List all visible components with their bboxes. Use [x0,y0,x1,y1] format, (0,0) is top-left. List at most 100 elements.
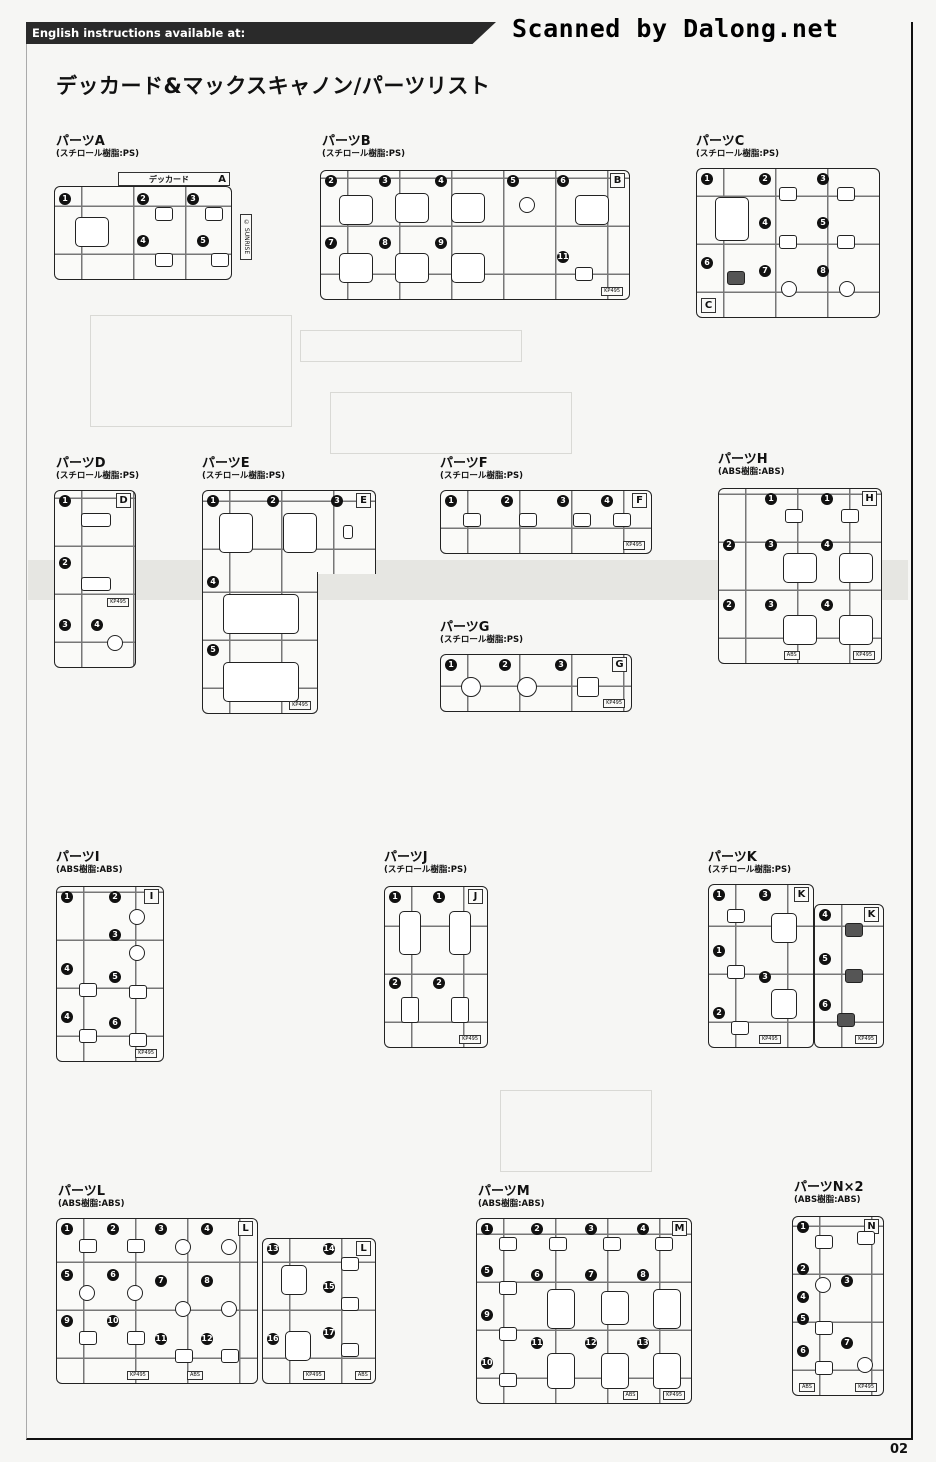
part-piece [547,1353,575,1389]
part-piece [519,197,535,213]
group-title: パーツN×2 [794,1180,864,1195]
sprue-d: D 1 2 3 4 KP495 [54,490,136,668]
part-number: 4 [435,175,447,187]
part-number: 1 [713,889,725,901]
part-number: 2 [499,659,511,671]
sprue-letter: F [632,493,647,508]
part-number: 7 [325,237,337,249]
part-piece [815,1277,831,1293]
part-number: 9 [435,237,447,249]
part-piece [343,525,353,539]
part-number: 8 [817,265,829,277]
sprue-name-tag: デッカード A [118,172,230,186]
part-number: 4 [61,963,73,975]
part-piece [399,911,421,955]
part-piece [127,1331,145,1345]
part-number: 6 [797,1345,809,1357]
part-number: 4 [821,539,833,551]
part-number: 12 [585,1337,597,1349]
part-number: 5 [197,235,209,247]
part-piece [79,1285,95,1301]
scan-watermark: Scanned by Dalong.net [512,14,839,43]
part-piece [575,195,609,225]
part-number: 5 [109,971,121,983]
part-piece [653,1353,681,1389]
part-number: 14 [323,1243,335,1255]
part-piece [79,1029,97,1043]
part-piece [783,553,817,583]
part-piece [603,1237,621,1251]
parts-group-h: パーツH (ABS樹脂:ABS) [718,452,785,478]
part-number: 4 [637,1223,649,1235]
sprue-tag-label: デッカード [149,175,189,184]
group-title: パーツH [718,452,768,467]
bleed-through-box [330,392,572,454]
part-number: 1 [61,1223,73,1235]
part-number: 1 [389,891,401,903]
part-number: 7 [155,1275,167,1287]
group-material: (スチロール樹脂:PS) [56,149,140,159]
part-number: 6 [557,175,569,187]
part-piece [107,635,123,651]
sprue-letter: K [794,887,809,902]
part-number: 3 [331,495,343,507]
part-number: 4 [137,235,149,247]
part-number: 2 [137,193,149,205]
group-material: (スチロール樹脂:PS) [384,865,468,875]
part-number: 2 [267,495,279,507]
group-material: (スチロール樹脂:PS) [322,149,406,159]
parts-group-b: パーツB (スチロール樹脂:PS) [322,134,405,160]
part-number: 1 [445,495,457,507]
sprue-h: H 1 1 2 3 4 2 3 4 ABS KP495 [718,488,882,664]
sprue-m: M 1 2 3 4 5 6 7 8 9 11 12 13 10 ABS KP49… [476,1218,692,1404]
part-number: 12 [201,1333,213,1345]
group-title: パーツJ [384,850,428,865]
parts-group-c: パーツC (スチロール樹脂:PS) [696,134,779,160]
group-title: パーツC [696,134,745,149]
group-material: (スチロール樹脂:PS) [708,865,792,875]
parts-group-i: パーツI (ABS樹脂:ABS) [56,850,123,876]
kit-code: KP495 [855,1035,877,1044]
sprue-b: B 2 3 4 5 6 7 8 9 11 KP495 [320,170,630,300]
part-number: 3 [109,929,121,941]
part-number: 3 [379,175,391,187]
part-piece [221,1301,237,1317]
part-number: 11 [155,1333,167,1345]
part-number: 6 [109,1017,121,1029]
part-number: 16 [267,1333,279,1345]
kit-code: KP495 [107,598,129,607]
sprue-letter: H [862,491,877,506]
kit-code: KP495 [303,1371,325,1380]
parts-group-g: パーツG (スチロール樹脂:PS) [440,620,523,646]
part-piece [499,1373,517,1387]
part-number: 5 [817,217,829,229]
group-title: パーツI [56,850,100,865]
part-piece [81,513,111,527]
part-piece [155,253,173,267]
part-number: 3 [765,539,777,551]
kit-code: KP495 [623,541,645,550]
sprue-letter: L [356,1241,371,1256]
part-piece [175,1301,191,1317]
part-number: 2 [723,539,735,551]
part-piece [547,1289,575,1329]
part-piece [781,281,797,297]
part-piece [75,217,109,247]
kit-code: KP495 [127,1371,149,1380]
part-number: 2 [389,977,401,989]
group-title: パーツM [478,1184,530,1199]
part-piece [727,909,745,923]
part-number: 2 [109,891,121,903]
part-number: 6 [107,1269,119,1281]
sprue-letter: K [864,907,879,922]
group-title: パーツB [322,134,371,149]
part-piece [837,235,855,249]
abs-code: ABS [354,1371,371,1380]
sprue-letter: C [701,298,716,313]
part-number: 3 [817,173,829,185]
group-material: (ABS樹脂:ABS) [718,467,785,477]
part-number: 2 [325,175,337,187]
part-piece [549,1237,567,1251]
sprue-letter: M [672,1221,687,1236]
part-number: 5 [481,1265,493,1277]
